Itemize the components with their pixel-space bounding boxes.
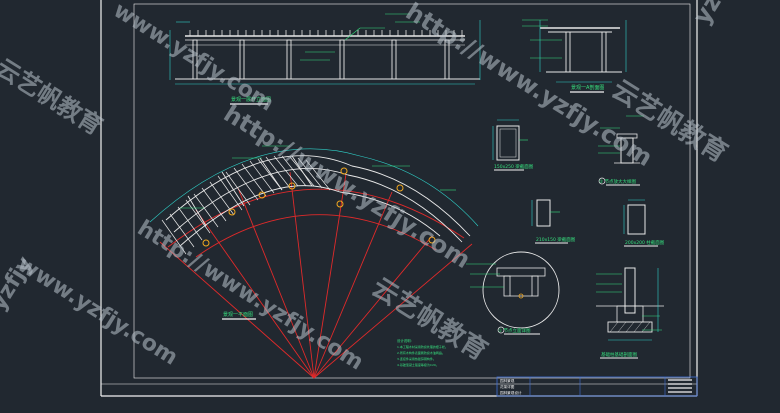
notes-heading: 设计说明: xyxy=(397,338,412,343)
beam-section-a: 150x250 梁截面图 xyxy=(492,119,534,171)
node-2-title: ② 节点放大大样图 xyxy=(599,178,636,185)
title-block-project: 园林景观 xyxy=(500,378,515,383)
design-notes: 设计说明: 1.本工程木材采用防腐处理的樟子松。 2.所有木构件表面刷防腐木油两… xyxy=(397,338,448,367)
beam-section-b-title: 210x150 梁截面图 xyxy=(536,236,576,243)
plan-view: 景观一平面图 xyxy=(149,145,479,379)
node-1-title: ① 节点立面详图 xyxy=(498,327,531,334)
column-section-title: 200x200 柱截面图 xyxy=(625,239,665,246)
title-block-drawing: 花架详图 xyxy=(500,384,515,389)
title-block: 园林景观 花架详图 园林景观设计 xyxy=(500,377,692,396)
notes-line-2: 2.所有木构件表面刷防腐木油两遍。 xyxy=(397,350,445,355)
drawing-frame xyxy=(100,0,698,397)
beam-section-a-title: 150x250 梁截面图 xyxy=(494,163,534,170)
beam-section-b: 210x150 梁截面图 xyxy=(531,199,576,244)
section-a-view: 景观一A剖面图 xyxy=(522,19,627,93)
plan-title: 景观一平面图 xyxy=(223,311,253,318)
notes-line-1: 1.本工程木材采用防腐处理的樟子松。 xyxy=(397,344,448,349)
watermark-brand-left: 云艺帆教育 xyxy=(0,53,107,140)
foundation-title: 基础柱基础剖面图 xyxy=(601,351,637,358)
notes-line-3: 3.连接件采用热镀锌钢构件。 xyxy=(397,356,436,361)
section-a-title: 景观一A剖面图 xyxy=(571,84,604,91)
node-1-detail: ① 节点立面详图 xyxy=(466,251,560,335)
foundation-section: 基础柱基础剖面图 xyxy=(596,267,664,359)
node-2-detail: ② 节点放大大样图 xyxy=(598,115,644,186)
column-section: 200x200 柱截面图 xyxy=(623,199,665,247)
notes-line-4: 4.基础混凝土强度等级为C20。 xyxy=(397,362,439,367)
watermark-layer: 云艺帆教育 www.yzfjy.com http://www.yzfjy.com… xyxy=(0,0,745,376)
watermark-corner-right: yzfjy xyxy=(687,0,745,29)
elevation-title: 景观一展开立面图 xyxy=(231,96,271,103)
watermark-domain-bottom-left: www.yzfjy.com xyxy=(13,252,182,371)
title-block-company: 园林景观设计 xyxy=(500,390,522,395)
elevation-view: 景观一展开立面图 xyxy=(169,13,481,105)
watermark-url-center: http://www.yzfjy.com xyxy=(219,99,476,274)
